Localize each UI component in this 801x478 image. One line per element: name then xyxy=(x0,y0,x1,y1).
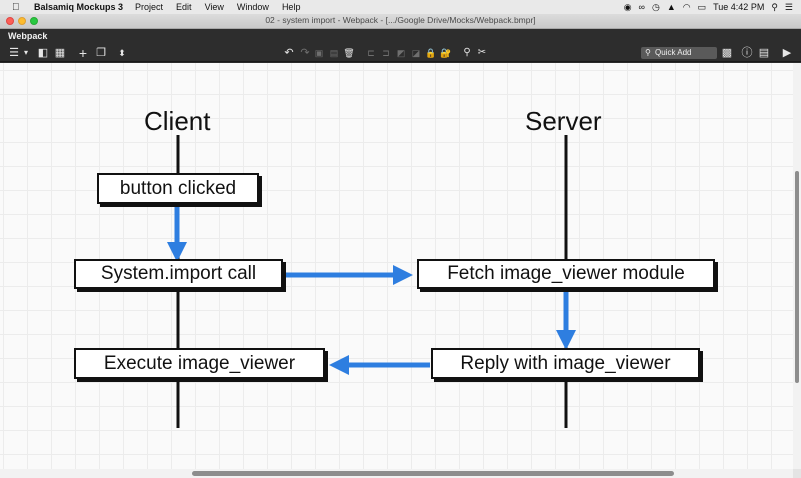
align-left-icon[interactable]: ⊏ xyxy=(367,48,375,58)
drive-status-icon[interactable]: ▲ xyxy=(666,2,676,12)
button-clicked-box[interactable]: button clicked xyxy=(97,173,259,204)
bring-forward-icon[interactable]: ◩ xyxy=(396,48,406,58)
server-lane-title[interactable]: Server xyxy=(525,106,602,136)
menu-dropdown-chevron-icon[interactable]: ▾ xyxy=(23,48,28,57)
grid-view-icon[interactable]: ▦ xyxy=(54,47,66,59)
menu-help[interactable]: Help xyxy=(281,2,301,12)
add-mockup-icon[interactable]: + xyxy=(78,45,88,61)
horizontal-scroll-thumb[interactable] xyxy=(192,471,674,476)
menu-project[interactable]: Project xyxy=(135,2,164,12)
main-toolbar: ☰ ▾ ◧ ▦ + ❐ ⬍ ↶ ↷ ▣ ▤ 🗑 ⊏ ⊐ ◩ ◪ 🔒 🔐 ⚲ ✂ … xyxy=(0,44,801,62)
menubar-clock[interactable]: Tue 4:42 PM xyxy=(713,2,765,12)
menu-window[interactable]: Window xyxy=(236,2,269,12)
spotlight-search-icon[interactable]: ⚲ xyxy=(771,1,778,12)
duplicate-mockup-icon[interactable]: ❐ xyxy=(96,47,106,59)
menu-view[interactable]: View xyxy=(204,2,224,12)
battery-icon[interactable]: ▭ xyxy=(697,1,707,12)
project-name: Webpack xyxy=(8,31,48,41)
search-icon[interactable]: ⚲ xyxy=(463,47,471,58)
undo-icon[interactable]: ↶ xyxy=(284,47,294,59)
time-machine-icon[interactable]: ◷ xyxy=(651,1,660,12)
mac-menubar:  Balsamiq Mockups 3 Project Edit View W… xyxy=(0,0,801,14)
vertical-scrollbar[interactable] xyxy=(793,63,801,469)
window-titlebar: 02 - system import - Webpack - [.../Goog… xyxy=(0,14,801,29)
lock-all-icon[interactable]: 🔐 xyxy=(440,48,452,58)
group-icon[interactable]: ▣ xyxy=(314,48,324,58)
execute-image-viewer-box[interactable]: Execute image_viewer xyxy=(74,348,325,379)
wifi-icon[interactable]: ◠ xyxy=(682,1,691,12)
menu-edit[interactable]: Edit xyxy=(176,2,192,12)
glasses-status-icon[interactable]: ∞ xyxy=(638,2,645,12)
redo-icon[interactable]: ↷ xyxy=(300,47,310,59)
zoom-window-button[interactable] xyxy=(30,17,38,25)
lock-icon[interactable]: 🔒 xyxy=(425,48,437,58)
minimize-window-button[interactable] xyxy=(18,17,26,25)
scroll-corner xyxy=(793,469,801,478)
ui-library-icon[interactable]: ▩ xyxy=(721,47,733,59)
project-header: Webpack xyxy=(0,29,801,44)
horizontal-scrollbar[interactable] xyxy=(0,469,801,478)
toggle-navigator-icon[interactable]: ◧ xyxy=(37,47,49,59)
send-backward-icon[interactable]: ◪ xyxy=(411,48,421,58)
hamburger-menu-icon[interactable]: ☰ xyxy=(9,47,19,59)
notes-panel-icon[interactable]: ▤ xyxy=(758,47,770,59)
client-lane-title[interactable]: Client xyxy=(144,106,211,136)
system-import-call-box[interactable]: System.import call xyxy=(74,259,283,289)
window-title: 02 - system import - Webpack - [.../Goog… xyxy=(265,15,536,25)
menu-app-name[interactable]: Balsamiq Mockups 3 xyxy=(34,2,124,12)
cut-icon[interactable]: ✂ xyxy=(477,47,487,58)
vertical-scroll-thumb[interactable] xyxy=(795,171,799,383)
mockup-canvas[interactable]: Client Server button clicked System.impo… xyxy=(0,63,793,469)
quick-add-input[interactable]: ⚲ Quick Add xyxy=(641,47,717,59)
properties-info-icon[interactable]: ⓘ xyxy=(741,47,753,59)
presentation-mode-icon[interactable]: ▶ xyxy=(782,47,792,59)
quick-add-placeholder: Quick Add xyxy=(655,48,692,57)
apple-menu-icon[interactable]:  xyxy=(12,2,24,13)
ungroup-icon[interactable]: ▤ xyxy=(329,48,339,58)
quick-add-search-icon: ⚲ xyxy=(645,48,651,57)
reply-with-image-viewer-box[interactable]: Reply with image_viewer xyxy=(431,348,700,379)
close-window-button[interactable] xyxy=(6,17,14,25)
notification-center-icon[interactable]: ☰ xyxy=(784,1,793,12)
delete-icon[interactable]: 🗑 xyxy=(343,48,355,58)
record-status-icon[interactable]: ◉ xyxy=(623,1,632,12)
fetch-module-box[interactable]: Fetch image_viewer module xyxy=(417,259,715,289)
align-center-icon[interactable]: ⊐ xyxy=(382,48,390,58)
reorder-arrows-icon[interactable]: ⬍ xyxy=(118,48,126,58)
